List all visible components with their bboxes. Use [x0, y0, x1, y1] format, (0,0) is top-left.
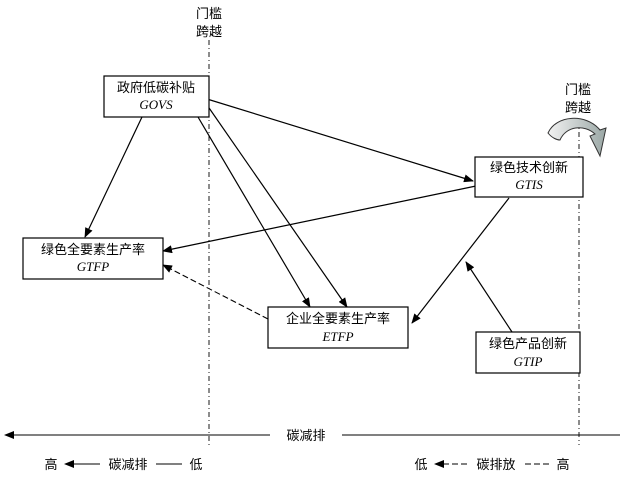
legend-right-low: 低 [414, 458, 427, 473]
node-gtis-cn: 绿色技术创新 [490, 160, 568, 176]
edge-govs-etfp-a [197, 116, 311, 308]
legend-carbon-emission: 低 碳排放 高 [414, 457, 569, 473]
edge-govs-gtis [206, 98, 474, 183]
node-gtip-en: GTIP [514, 354, 543, 369]
axis-arrowhead [4, 431, 14, 439]
legend-left-low: 低 [189, 458, 202, 473]
carbon-reduction-axis: 碳减排 [4, 429, 620, 444]
threshold-label-right-2: 跨越 [565, 101, 591, 116]
legend-right-high: 高 [556, 457, 569, 473]
edge-gtip-gtis [465, 261, 513, 333]
node-gtis: 绿色技术创新 GTIS [474, 156, 584, 198]
threshold-label-left-2: 跨越 [196, 25, 222, 40]
threshold-label-right-1: 门槛 [565, 83, 591, 98]
legend-carbon-reduction: 高 碳减排 低 [44, 457, 202, 473]
edge-etfp-gtfp [162, 264, 269, 320]
node-etfp-cn: 企业全要素生产率 [286, 311, 390, 327]
node-govs-cn: 政府低碳补贴 [117, 81, 195, 96]
threshold-label-left-1: 门槛 [196, 7, 222, 22]
node-gtfp-en: GTFP [77, 259, 110, 274]
edge-gtis-etfp [411, 197, 510, 324]
edge-govs-gtfp [84, 116, 143, 238]
node-etfp: 企业全要素生产率 ETFP [267, 306, 409, 349]
edge-govs-etfp-b [206, 104, 348, 308]
curved-arrow-icon [547, 117, 607, 158]
legend-right-label: 碳排放 [476, 458, 515, 473]
node-gtfp: 绿色全要素生产率 GTFP [22, 237, 164, 280]
node-gtip-cn: 绿色产品创新 [489, 336, 567, 352]
axis-label: 碳减排 [286, 429, 325, 444]
node-etfp-en: ETFP [321, 329, 353, 344]
node-gtip: 绿色产品创新 GTIP [475, 331, 581, 374]
legend-left-high: 高 [44, 457, 57, 473]
node-govs-en: GOVS [139, 97, 173, 112]
node-gtis-en: GTIS [515, 177, 543, 192]
node-gtfp-cn: 绿色全要素生产率 [41, 242, 145, 258]
edge-gtis-gtfp [162, 185, 477, 254]
node-govs: 政府低碳补贴 GOVS [103, 75, 210, 118]
legend-left-label: 碳减排 [108, 458, 147, 473]
